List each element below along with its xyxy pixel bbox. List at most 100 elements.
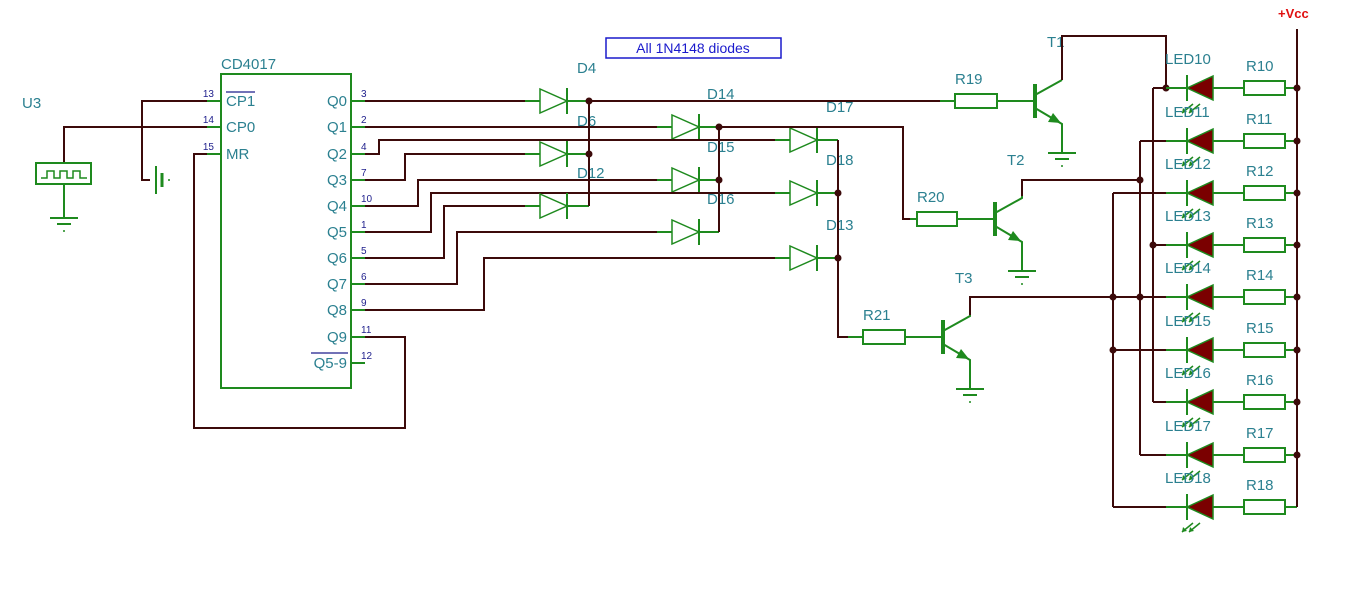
resistor-r12: R12 <box>1243 163 1286 201</box>
diode-triangle <box>539 140 569 168</box>
ground-dot <box>969 401 971 403</box>
resistor-body <box>1243 447 1286 463</box>
led-label: LED10 <box>1165 51 1211 68</box>
pin-label: Q0 <box>327 93 347 110</box>
led-led16: LED16 <box>1165 365 1244 428</box>
light-arrowhead <box>1189 370 1194 375</box>
resistor-label: R21 <box>863 307 891 324</box>
square-wave <box>41 170 87 179</box>
wire <box>1021 179 1140 196</box>
note-box: All 1N4148 diodes <box>605 37 782 59</box>
led-led17: LED17 <box>1165 418 1244 481</box>
wire <box>719 126 910 220</box>
resistor-label: R10 <box>1246 58 1274 75</box>
pin-number: 12 <box>361 351 373 362</box>
diode-label: D14 <box>707 86 735 103</box>
resistor-body <box>916 211 958 227</box>
led-triangle <box>1185 336 1214 364</box>
pin-label: Q3 <box>327 172 347 189</box>
resistor-label: R20 <box>917 189 945 206</box>
light-arrowhead <box>1189 317 1194 322</box>
wire <box>365 179 657 207</box>
light-arrowhead <box>1189 422 1194 427</box>
resistor-body <box>1243 394 1286 410</box>
pin-label: CP1 <box>226 93 255 110</box>
diode-label: D16 <box>707 191 735 208</box>
diode-d12: D12 <box>525 165 605 220</box>
pin-number: 4 <box>361 142 367 153</box>
resistor-body <box>1243 499 1286 515</box>
pin-label: Q1 <box>327 119 347 136</box>
diode-label: D12 <box>577 165 605 182</box>
wire <box>365 257 775 311</box>
diode-triangle <box>789 179 819 207</box>
pin-number: 9 <box>361 298 367 309</box>
pin-label: Q9 <box>327 329 347 346</box>
wire <box>1061 35 1167 88</box>
resistor-r13: R13 <box>1243 215 1286 253</box>
led-led14: LED14 <box>1165 260 1244 323</box>
resistor-label: R15 <box>1246 320 1274 337</box>
ground-dot <box>1061 165 1063 167</box>
led-triangle <box>1185 231 1214 259</box>
ic-pin-q6: Q6 5 <box>327 246 367 267</box>
led-triangle <box>1185 441 1214 469</box>
diode-triangle <box>539 192 569 220</box>
emitter-arrow <box>1008 231 1021 241</box>
wire <box>969 296 1140 315</box>
ground-icon <box>956 388 984 403</box>
light-arrowhead <box>1189 475 1194 480</box>
resistor-r19: R19 <box>954 71 998 109</box>
junction-dot <box>834 254 842 262</box>
resistor-label: R17 <box>1246 425 1274 442</box>
resistor-r18: R18 <box>1243 477 1286 515</box>
led-led10: LED10 <box>1165 51 1244 114</box>
resistor-label: R12 <box>1246 163 1274 180</box>
diode-d15: D15 <box>657 139 735 194</box>
resistor-label: R11 <box>1246 111 1272 128</box>
diode-label: D18 <box>826 152 854 169</box>
diode-d16: D16 <box>657 191 735 246</box>
pin-label: Q6 <box>327 250 347 267</box>
light-arrowhead <box>1182 317 1187 322</box>
light-arrowhead <box>1182 475 1187 480</box>
light-arrowhead <box>1182 422 1187 427</box>
collector <box>942 315 971 332</box>
pin-number: 5 <box>361 246 367 257</box>
diode-label: D13 <box>826 217 854 234</box>
diode-triangle <box>789 244 819 272</box>
transistor-label: T2 <box>1007 152 1025 169</box>
light-arrowhead <box>1182 370 1187 375</box>
transistor-t2: T2 <box>993 152 1025 271</box>
junction-dot <box>715 176 723 184</box>
collector <box>1034 79 1063 96</box>
led-led13: LED13 <box>1165 208 1244 271</box>
clock-source-label: U3 <box>22 95 41 112</box>
pin-number: 7 <box>361 168 367 179</box>
diode-triangle <box>789 126 819 154</box>
diode-triangle <box>671 218 701 246</box>
ic-name: CD4017 <box>221 56 276 73</box>
resistor-r16: R16 <box>1243 372 1286 410</box>
battery-dot <box>168 179 170 181</box>
ic-pin-q3: Q3 7 <box>327 168 367 189</box>
light-arrowhead <box>1182 161 1187 166</box>
pin-number: 3 <box>361 89 367 100</box>
light-arrowhead <box>1189 527 1194 532</box>
resistor-label: R14 <box>1246 267 1274 284</box>
battery-icon <box>155 166 170 194</box>
generator-body <box>35 162 92 185</box>
resistor-body <box>1243 237 1286 253</box>
light-arrowhead <box>1182 213 1187 218</box>
ic-pin-q0: Q0 3 <box>327 89 367 110</box>
diode-label: D4 <box>577 60 596 77</box>
ground-icon <box>1008 270 1036 285</box>
wire <box>63 126 207 163</box>
